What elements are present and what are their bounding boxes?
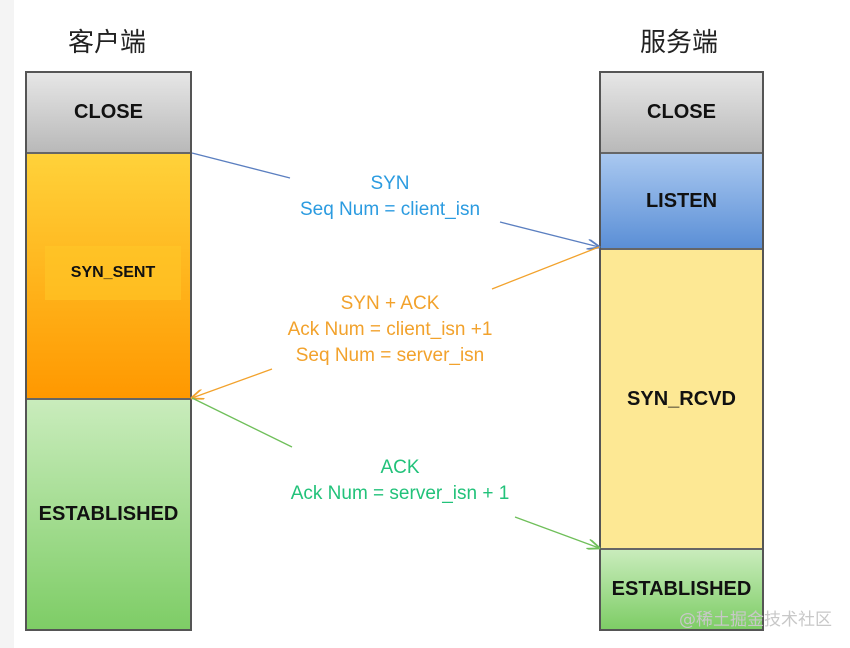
server-state-established: ESTABLISHED (601, 550, 762, 629)
ack-message: ACK Ack Num = server_isn + 1 (250, 455, 550, 507)
client-close-label: CLOSE (74, 101, 143, 123)
ack-message-line2: Ack Num = server_isn + 1 (290, 483, 510, 504)
syn-ack-message: SYN + ACK Ack Num = client_isn +1 Seq Nu… (245, 291, 535, 369)
client-state-syn-sent: SYN_SENT (27, 154, 190, 400)
syn-ack-arrow (491, 246, 600, 290)
server-state-listen: LISTEN (601, 154, 762, 250)
syn-arrow-tail (499, 221, 599, 247)
server-state-column: CLOSE LISTEN SYN_RCVD ESTABLISHED (599, 71, 764, 631)
syn-message-line1: SYN (370, 173, 410, 194)
server-established-label: ESTABLISHED (611, 578, 752, 600)
watermark: @稀土掘金技术社区 (679, 610, 832, 630)
syn-message: SYN Seq Num = client_isn (270, 171, 510, 223)
client-title: 客户端 (68, 28, 147, 58)
syn-ack-message-line1: SYN + ACK (340, 293, 440, 314)
server-syn-rcvd-label: SYN_RCVD (627, 387, 736, 410)
client-syn-sent-label: SYN_SENT (45, 246, 181, 300)
ack-message-line1: ACK (380, 457, 420, 478)
server-listen-label: LISTEN (645, 189, 718, 212)
server-state-close: CLOSE (601, 73, 762, 154)
left-margin-strip (0, 0, 14, 648)
server-title: 服务端 (640, 28, 719, 58)
syn-arrow (191, 152, 291, 179)
client-state-close: CLOSE (27, 73, 190, 154)
syn-ack-message-line2: Ack Num = client_isn +1 (287, 319, 493, 340)
client-state-column: CLOSE SYN_SENT ESTABLISHED (25, 71, 192, 631)
client-state-established: ESTABLISHED (27, 400, 190, 629)
ack-arrow-tail (514, 516, 599, 548)
syn-message-line2: Seq Num = client_isn (299, 199, 481, 220)
server-state-syn-rcvd: SYN_RCVD (601, 250, 762, 550)
client-established-label: ESTABLISHED (38, 503, 179, 525)
syn-ack-arrow-tail (192, 368, 273, 398)
ack-arrow (191, 397, 293, 448)
server-close-label: CLOSE (647, 101, 716, 123)
syn-ack-message-line3: Seq Num = server_isn (295, 345, 485, 366)
